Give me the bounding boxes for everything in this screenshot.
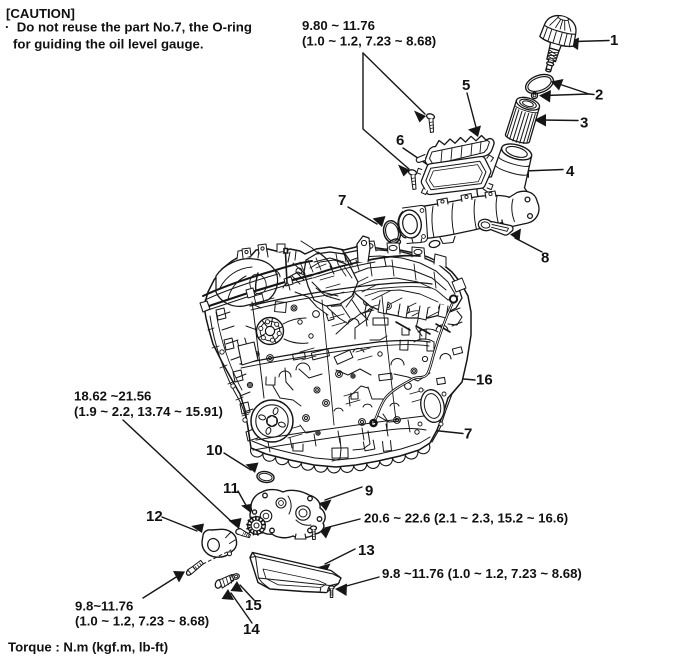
svg-text:Torque : N.m (kgf.m, lb-ft): Torque : N.m (kgf.m, lb-ft): [8, 640, 168, 655]
svg-text:(1.0 ~ 1.2, 7.23 ~ 8.68): (1.0 ~ 1.2, 7.23 ~ 8.68): [75, 614, 209, 629]
svg-text:5: 5: [462, 77, 470, 94]
svg-text:10: 10: [206, 442, 223, 459]
svg-text:7: 7: [464, 426, 472, 443]
svg-text:16: 16: [476, 372, 493, 389]
svg-text:11: 11: [223, 480, 239, 497]
svg-text:7: 7: [338, 192, 346, 209]
svg-text:18.62 ~21.56: 18.62 ~21.56: [74, 389, 151, 404]
svg-text:2: 2: [595, 87, 603, 104]
svg-text:for guiding the oil level gaug: for guiding the oil level gauge.: [13, 37, 204, 52]
svg-text:15: 15: [245, 597, 262, 614]
svg-text:12: 12: [146, 508, 163, 525]
svg-text:9: 9: [365, 483, 373, 500]
svg-text:(1.9 ~ 2.2, 13.74 ~ 15.91): (1.9 ~ 2.2, 13.74 ~ 15.91): [74, 404, 223, 419]
svg-text:20.6 ~ 22.6 (2.1 ~ 2.3, 15.2 ~: 20.6 ~ 22.6 (2.1 ~ 2.3, 15.2 ~ 16.6): [364, 511, 568, 526]
svg-text:9.80 ~ 11.76: 9.80 ~ 11.76: [302, 18, 375, 33]
svg-text:9.8~11.76: 9.8~11.76: [75, 599, 133, 614]
svg-text:9.8 ~11.76 (1.0 ~ 1.2, 7.23 ~: 9.8 ~11.76 (1.0 ~ 1.2, 7.23 ~ 8.68): [382, 566, 582, 581]
svg-text:8: 8: [541, 250, 549, 267]
svg-text:6: 6: [396, 132, 404, 149]
svg-text:14: 14: [243, 621, 260, 638]
svg-text:1: 1: [610, 32, 618, 49]
svg-text:(1.0 ~ 1.2, 7.23 ~ 8.68): (1.0 ~ 1.2, 7.23 ~ 8.68): [302, 33, 436, 48]
svg-text:4: 4: [566, 163, 575, 180]
svg-text:[CAUTION]: [CAUTION]: [6, 6, 75, 21]
svg-text:13: 13: [358, 542, 375, 559]
svg-text:3: 3: [580, 115, 588, 132]
svg-text:· Do not reuse the part No.7,: · Do not reuse the part No.7, the O-ring: [5, 20, 252, 35]
